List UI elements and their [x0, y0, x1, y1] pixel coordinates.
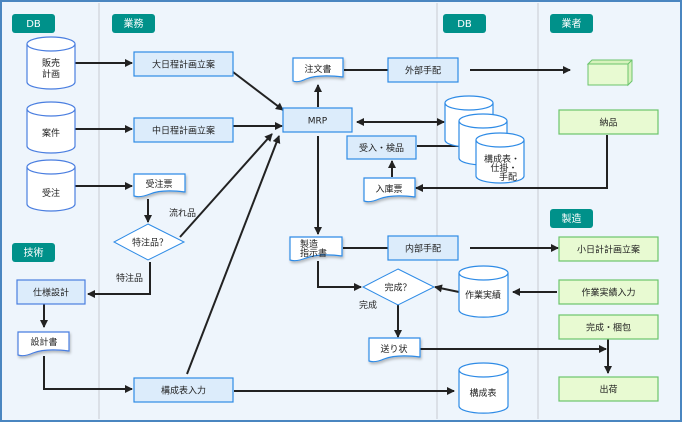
process-label: 小日計計画立案	[577, 244, 640, 256]
edge-label-complete: 完成	[359, 299, 377, 311]
doc-mfg-instruction[interactable]: 製造 指示書	[289, 236, 343, 262]
process-shipping[interactable]: 出荷	[558, 376, 659, 402]
db-label: 受注	[42, 187, 60, 199]
process-mid-schedule[interactable]: 中日程計画立案	[133, 117, 234, 143]
doc-purchase-order[interactable]: 注文書	[292, 57, 344, 83]
process-internal-order[interactable]: 内部手配	[387, 235, 459, 261]
doc-label: 入庫票	[375, 183, 402, 195]
decision-label: 完成？	[384, 282, 411, 294]
edge-master-to-mrp	[232, 71, 284, 111]
process-work-result-entry[interactable]: 作業実績入力	[558, 279, 659, 305]
edge-bom-entry-to-mrp	[186, 135, 281, 375]
lane-header-business: 業務	[112, 14, 155, 33]
process-external-order[interactable]: 外部手配	[387, 57, 459, 83]
decision-special-order[interactable]: 特注品？	[112, 223, 186, 261]
edge-standard-to-mrp	[179, 133, 273, 238]
lane-header-db-right: DB	[443, 14, 486, 33]
process-label: 受入・検品	[359, 142, 404, 154]
process-label: 完成・梱包	[586, 322, 631, 334]
process-label: 内部手配	[405, 243, 441, 255]
process-label: 外部手配	[405, 65, 441, 77]
lane-header-label: 業者	[562, 17, 582, 30]
edge-label-special-item: 特注品	[116, 272, 143, 284]
process-master-schedule[interactable]: 大日程計画立案	[133, 51, 234, 77]
edge-delivery-to-receipt	[415, 135, 608, 192]
doc-label: 製造	[300, 238, 318, 250]
process-label: 納品	[599, 117, 617, 129]
process-small-schedule[interactable]: 小日計計画立案	[558, 236, 659, 262]
db-label: 構成表・	[484, 153, 520, 165]
lane-header-label: DB	[26, 19, 41, 30]
edge-design-doc-to-bom-entry	[43, 356, 133, 393]
lane-header-label: 技術	[24, 246, 44, 259]
doc-design[interactable]: 設計書	[17, 331, 70, 357]
lane-header-label: 製造	[562, 212, 582, 225]
doc-order-slip[interactable]: 受注票	[133, 173, 186, 198]
db-label: 構成表	[469, 387, 496, 399]
db-label: 案件	[42, 127, 60, 139]
doc-delivery-note[interactable]: 送り状	[368, 337, 421, 363]
db-label: 計画	[42, 68, 60, 80]
lane-header-label: DB	[457, 19, 472, 30]
doc-label: 指示書	[300, 247, 327, 259]
db-label: 販売	[42, 57, 60, 69]
lane-header-vendor: 業者	[550, 14, 593, 33]
edge-label-standard-item: 流れ品	[169, 207, 196, 219]
process-label: 出荷	[599, 384, 617, 396]
process-receiving[interactable]: 受入・検品	[346, 135, 417, 160]
process-label: 中日程計画立案	[152, 125, 215, 137]
process-delivery[interactable]: 納品	[558, 109, 659, 135]
process-label: MRP	[308, 117, 328, 127]
db-label: 仕掛・	[490, 162, 517, 174]
process-completion-packing[interactable]: 完成・梱包	[558, 314, 659, 340]
process-label: 仕様設計	[33, 287, 69, 299]
lane-header-engineering: 技術	[12, 243, 55, 262]
lane-header-label: 業務	[124, 17, 144, 30]
process-label: 作業実績入力	[581, 287, 635, 299]
connectors	[40, 59, 612, 395]
decision-completed[interactable]: 完成？	[361, 268, 436, 306]
decision-label: 特注品？	[132, 237, 168, 249]
process-mrp[interactable]: MRP	[282, 107, 353, 133]
db-bom[interactable]: 構成表	[458, 362, 509, 414]
db-sales-plan[interactable]: 販売 計画	[26, 36, 76, 90]
process-spec-design[interactable]: 仕様設計	[16, 279, 86, 305]
edge-instruction-to-complete	[317, 261, 362, 291]
doc-label: 受注票	[145, 178, 172, 190]
lane-header-db-left: DB	[12, 14, 55, 33]
process-label: 大日程計画立案	[152, 59, 215, 71]
vendor-box-3d	[586, 59, 633, 87]
lane-header-manufacturing: 製造	[550, 209, 593, 228]
db-order[interactable]: 受注	[26, 159, 76, 212]
doc-label: 注文書	[304, 63, 331, 75]
process-bom-entry[interactable]: 構成表入力	[133, 377, 234, 403]
doc-label: 送り状	[380, 343, 407, 355]
db-stack[interactable]: 構成表・ 仕掛・ 手配	[444, 95, 525, 184]
process-label: 構成表入力	[161, 385, 206, 397]
edge-special-to-spec	[87, 262, 151, 298]
doc-label: 設計書	[30, 336, 57, 348]
doc-receipt-slip[interactable]: 入庫票	[363, 177, 416, 203]
db-work-results[interactable]: 作業実績	[458, 265, 509, 318]
db-label: 手配	[499, 171, 517, 183]
db-project[interactable]: 案件	[26, 101, 76, 154]
db-label: 作業実績	[465, 289, 501, 301]
edge-results-to-complete	[434, 284, 460, 293]
